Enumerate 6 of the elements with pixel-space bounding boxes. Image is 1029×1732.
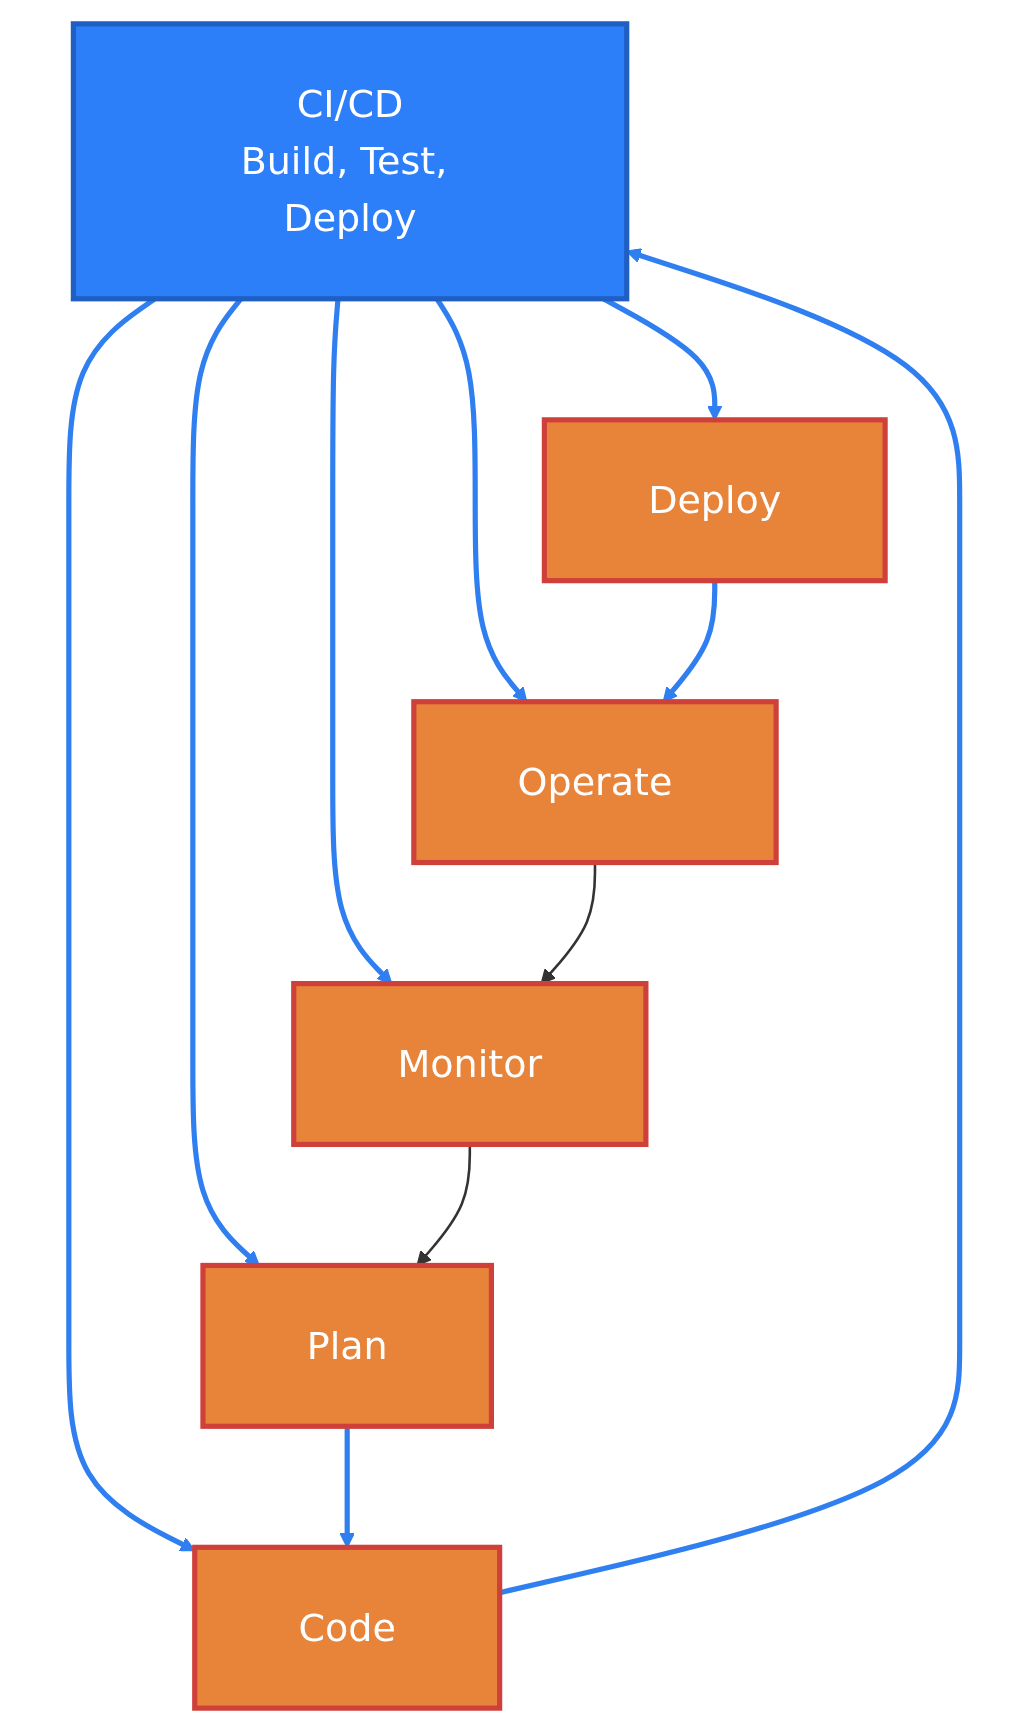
node-box: Deploy — [542, 417, 888, 584]
node-box: Plan — [200, 1262, 495, 1429]
node-box: Operate — [411, 699, 779, 866]
node-box: CI/CD Build, Test, Deploy — [71, 21, 630, 302]
node-box: Monitor — [291, 981, 649, 1147]
node-box: Code — [192, 1544, 503, 1711]
